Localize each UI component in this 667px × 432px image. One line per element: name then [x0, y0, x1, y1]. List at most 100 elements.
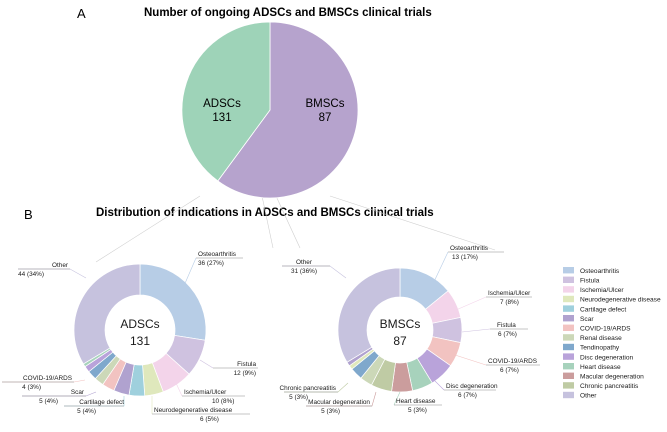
callout-label: Macular degeneration: [308, 399, 370, 406]
legend-swatch: [563, 372, 574, 379]
donut-slice-other: [73, 263, 141, 365]
panel-b-letter: B: [24, 207, 33, 222]
donut-center-value: 87: [393, 334, 407, 348]
legend-item-renal-disease: Renal disease: [563, 334, 622, 342]
legend-label: Chronic pancreatitis: [580, 383, 639, 390]
legend-swatch: [563, 315, 574, 322]
pie-slice-adscs: [217, 21, 359, 199]
callout-leader: [431, 377, 445, 391]
legend-label: Scar: [580, 316, 594, 323]
legend-swatch: [563, 391, 574, 399]
callout-leader: [182, 257, 197, 289]
callout-label: Other: [296, 259, 313, 266]
connector-line: [329, 195, 496, 251]
legend-label: Macular degeneration: [580, 374, 644, 381]
callout-osteoarthritis: Osteoarthritis 13 (17%): [431, 245, 504, 287]
panel-a-title: Number of ongoing ADSCs and BMSCs clinic…: [144, 7, 432, 19]
legend-label: Neurodegenerative disease: [580, 297, 661, 304]
legend-item-scar: Scar: [563, 315, 594, 323]
callout-value: 5 (3%): [289, 394, 308, 401]
panel-b-bmscs-donut: BMSCs 87 Osteoarthritis 13 (17%) Ischemia/Ul…: [280, 245, 540, 415]
legend-item-fistula: Fistula: [563, 276, 600, 285]
callout-value: 5 (4%): [77, 408, 96, 415]
callout-leader: [455, 296, 487, 311]
donut-center-value: 131: [130, 334, 150, 348]
legend: OsteoarthritisFistulaIschemia/UlcerNeuro…: [563, 267, 661, 400]
callout-leader: [175, 382, 183, 397]
callout-label: COVID-19/ARDS: [488, 358, 537, 365]
legend-swatch: [563, 334, 574, 341]
callout-label: Ischemia/Ulcer: [184, 389, 227, 396]
callout-label: Chronic pancreatitis: [280, 385, 336, 392]
callout-covid-19-ards: COVID-19/ARDS 4 (3%): [2, 375, 86, 391]
callout-value: 6 (7%): [458, 392, 477, 399]
callout-leader: [454, 354, 487, 366]
callout-fistula: Fistula 6 (7%): [461, 322, 528, 338]
callout-disc-degeneration: Disc degeneration 6 (7%): [431, 377, 498, 399]
panel-a-letter: A: [77, 6, 86, 21]
callout-value: 4 (3%): [22, 384, 41, 391]
connector-line: [261, 195, 274, 249]
panel-connectors: [95, 195, 496, 263]
donut-center-label: BMSCs: [380, 317, 421, 331]
legend-item-ischemia-ulcer: Ischemia/Ulcer: [563, 286, 624, 294]
legend-item-tendinopathy: Tendinopathy: [563, 343, 620, 352]
legend-label: Osteoarthritis: [580, 268, 620, 275]
callout-value: 7 (8%): [500, 299, 519, 306]
callout-value: 12 (9%): [234, 370, 256, 377]
pie-label-name-bmscs: BMSCs: [306, 98, 345, 110]
callout-leader: [199, 359, 214, 369]
callout-label: Fistula: [497, 322, 516, 329]
donut-slice-other: [337, 267, 401, 363]
callout-value: 6 (5%): [200, 416, 219, 423]
legend-swatch: [563, 382, 574, 389]
callout-leader: [431, 251, 449, 287]
legend-label: Ischemia/Ulcer: [580, 287, 624, 294]
callout-value: 13 (17%): [452, 254, 478, 261]
legend-item-osteoarthritis: Osteoarthritis: [563, 267, 620, 275]
legend-label: Cartilage defect: [580, 306, 626, 313]
donut-center-label: ADSCs: [120, 317, 159, 331]
callout-fistula: Fistula 12 (9%): [199, 359, 258, 377]
legend-swatch: [563, 276, 574, 283]
legend-swatch: [563, 295, 574, 303]
legend-label: Disc degeneration: [580, 354, 633, 361]
callout-label: Other: [52, 262, 69, 269]
callout-label: Disc degeneration: [446, 383, 498, 390]
callout-other: Other 44 (34%): [18, 262, 87, 279]
legend-item-chronic-pancreatitis: Chronic pancreatitis: [563, 382, 639, 390]
callout-label: Fistula: [237, 361, 256, 368]
legend-swatch: [563, 363, 574, 370]
legend-item-other: Other: [563, 391, 597, 400]
legend-label: Heart disease: [580, 364, 621, 371]
legend-item-cartilage-defect: Cartilage defect: [563, 305, 626, 313]
legend-item-disc-degeneration: Disc degeneration: [563, 353, 633, 361]
legend-swatch: [563, 305, 574, 312]
callout-value: 6 (7%): [498, 331, 517, 338]
legend-swatch: [563, 343, 574, 351]
legend-item-heart-disease: Heart disease: [563, 363, 621, 371]
legend-item-neurodegenerative-disease: Neurodegenerative disease: [563, 295, 661, 304]
legend-swatch: [563, 353, 574, 360]
callout-ischemia-ulcer: Ischemia/Ulcer 10 (8%): [175, 382, 245, 405]
callout-label: Osteoarthritis: [198, 251, 236, 258]
callout-leader: [22, 391, 97, 397]
connector-line: [275, 195, 301, 249]
callout-label: COVID-19/ARDS: [23, 375, 72, 382]
pie-label-value-bmscs: 87: [319, 112, 332, 124]
connector-line: [95, 195, 201, 263]
legend-item-macular-degeneration: Macular degeneration: [563, 372, 644, 381]
callout-value: 10 (8%): [212, 398, 234, 405]
pie-slice-bmscs: [181, 21, 271, 182]
callout-value: 44 (34%): [18, 271, 44, 278]
legend-item-covid-19-ards: COVID-19/ARDS: [563, 324, 631, 333]
callout-label: Osteoarthritis: [450, 245, 488, 252]
legend-label: Renal disease: [580, 335, 622, 342]
